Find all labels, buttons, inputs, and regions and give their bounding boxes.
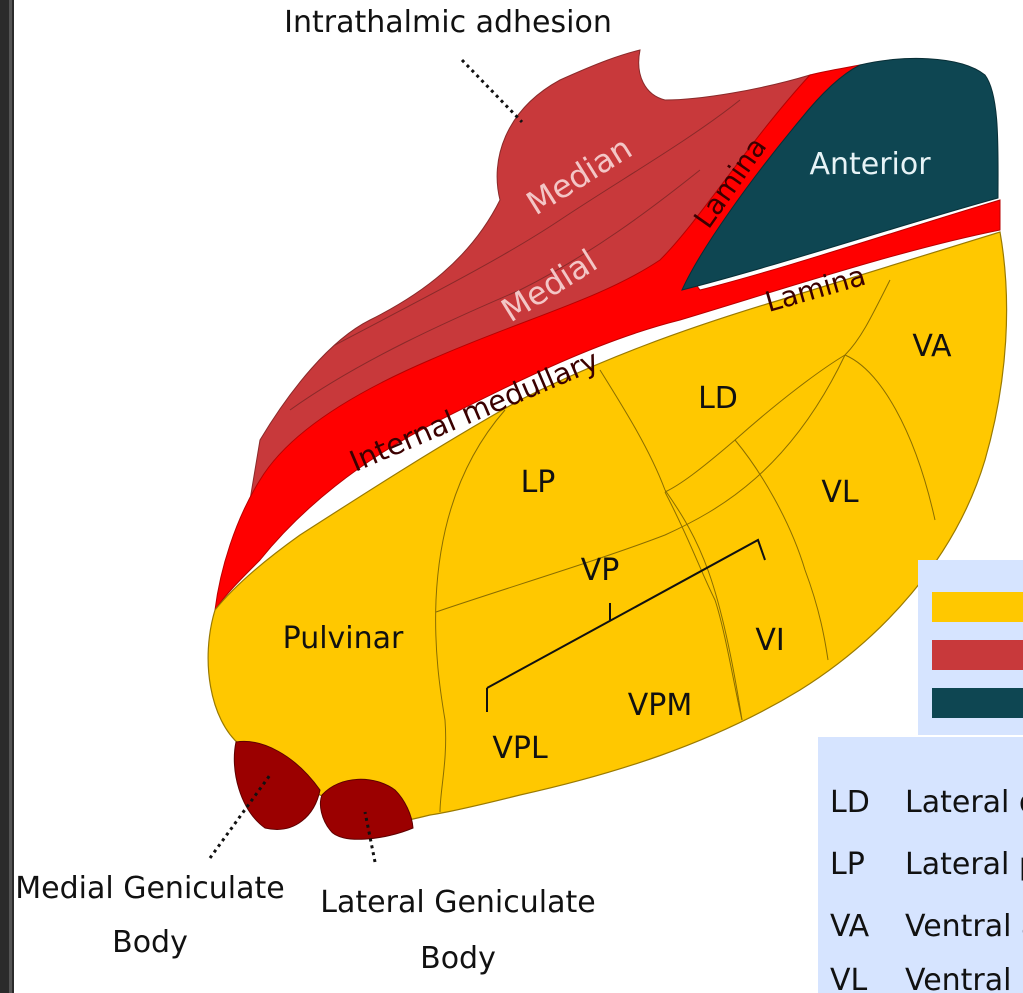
label-lateral-geniculate-body: Body <box>420 941 496 976</box>
vp-bracket-main <box>486 538 766 689</box>
label-ld: LD <box>698 381 738 416</box>
label-lp: LP <box>521 465 556 500</box>
legend-text-vl: Ventral <box>905 963 1011 993</box>
label-pulvinar: Pulvinar <box>283 621 404 656</box>
legend-text-va: Ventral a <box>905 909 1023 944</box>
pointer-lateral-geniculate <box>363 811 377 863</box>
lateral-geniculate-body <box>319 778 414 840</box>
label-vpl: VPL <box>492 731 548 766</box>
anterior-nucleus <box>681 57 999 291</box>
divider-ld-vl <box>664 279 891 493</box>
divider-pulvinar-lp <box>435 409 506 813</box>
legend-swatch-teal <box>932 688 1023 718</box>
legend-abbr-va: VA <box>830 909 870 944</box>
legend-text-lp: Lateral p <box>905 847 1023 882</box>
legend-swatch-red <box>932 640 1023 670</box>
medial-geniculate-body <box>233 740 321 830</box>
divider-lp-vp <box>435 354 846 613</box>
left-frame-line <box>9 0 12 993</box>
label-medial-geniculate-body: Body <box>112 925 188 960</box>
label-medial-geniculate: Medial Geniculate <box>15 871 284 906</box>
pointer-medial-geniculate <box>208 774 272 859</box>
legend-abbr-vl: VL <box>830 963 868 993</box>
legend-swatch-yellow <box>932 592 1023 622</box>
medial-median-divider <box>334 99 741 346</box>
divider-ld-lp <box>599 369 743 721</box>
legend-text-ld: Lateral d <box>905 785 1023 820</box>
divider-va-vl <box>844 354 936 521</box>
divider-vl-vi <box>734 439 829 661</box>
vp-bracket <box>486 538 766 712</box>
legend: LD Lateral d LP Lateral p VA Ventral a V… <box>818 560 1023 993</box>
pointer-intrathalmic <box>460 58 524 124</box>
legend-abbr-ld: LD <box>830 785 870 820</box>
label-vi: VI <box>755 623 784 658</box>
label-lateral-geniculate: Lateral Geniculate <box>320 885 595 920</box>
label-vl: VL <box>821 475 859 510</box>
divider-vp-vpm <box>664 491 743 721</box>
label-intrathalmic-adhesion: Intrathalmic adhesion <box>284 5 612 40</box>
label-anterior: Anterior <box>809 147 931 182</box>
label-vpm: VPM <box>628 688 693 723</box>
medial-inner-divider <box>289 169 701 411</box>
label-va: VA <box>912 329 952 364</box>
label-vp: VP <box>581 553 620 588</box>
legend-abbrev-panel <box>818 737 1023 993</box>
legend-abbr-lp: LP <box>830 847 865 882</box>
